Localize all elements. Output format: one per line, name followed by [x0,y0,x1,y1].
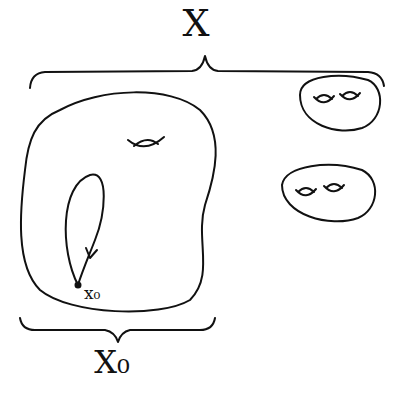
base-point [76,283,81,288]
surface-hole [314,95,334,102]
space-label: X₀ [94,346,130,378]
surface-hole [128,137,164,146]
loop-path [66,175,104,285]
point-label: x₀ [84,285,100,302]
surface-hole [324,184,344,191]
space-label: X₀ [94,346,130,378]
surface-hole [296,188,316,195]
surface-hole [340,92,360,99]
surface-outline [282,165,375,221]
bottom-brace [20,318,215,342]
space-label: X [182,4,209,42]
surface-drawing [15,85,225,317]
arrowhead [86,248,97,258]
surface-region: x₀ [15,85,225,317]
surface-outline [21,92,216,311]
surface-outline [300,76,380,131]
space-label: X [182,4,209,42]
top-brace [30,56,384,88]
